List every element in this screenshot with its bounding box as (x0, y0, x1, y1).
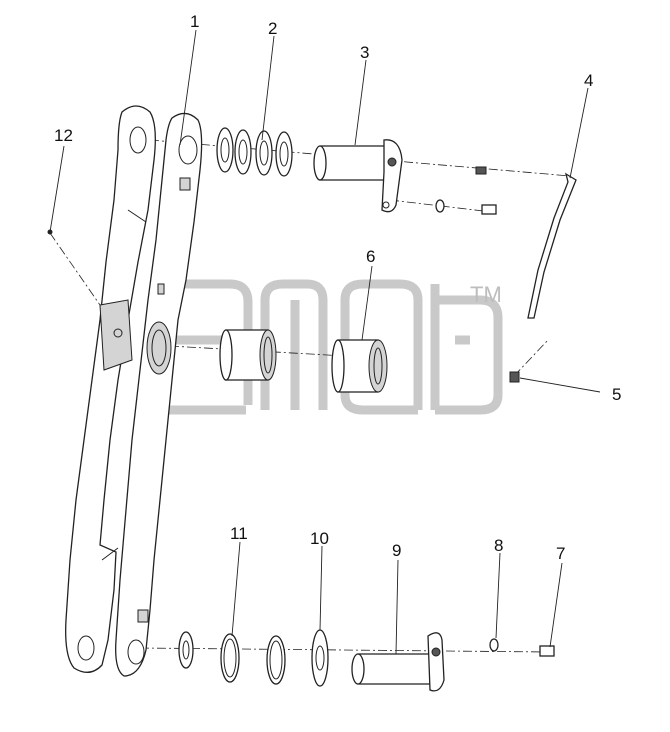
watermark-logo: TM (145, 279, 503, 415)
lower-pivot-pin (351, 632, 445, 692)
callout-4: 4 (584, 71, 593, 90)
lower-washers (178, 629, 499, 687)
callout-6: 6 (366, 247, 375, 266)
grease-nipple (509, 371, 520, 383)
callout-1: 1 (190, 12, 199, 31)
watermark-tm: TM (470, 282, 502, 307)
rear-link-arm (65, 105, 156, 673)
upper-pivot-pin (313, 139, 403, 213)
callout-10: 10 (310, 529, 329, 548)
grease-tube (527, 172, 577, 319)
callout-9: 9 (392, 541, 401, 560)
bearing-bushings (219, 329, 388, 393)
callout-8: 8 (494, 536, 503, 555)
callout-7: 7 (556, 544, 565, 563)
front-link-arm (115, 112, 203, 677)
callout-11: 11 (230, 524, 248, 543)
callout-12: 12 (54, 126, 73, 145)
callout-3: 3 (360, 43, 369, 62)
shim-washer-set (216, 127, 293, 177)
lower-bolt (539, 645, 555, 657)
callout-2: 2 (268, 19, 277, 38)
callout-leaders (47, 29, 601, 655)
upper-fasteners (435, 166, 497, 215)
callout-labels: 1 2 3 4 5 6 7 8 9 10 11 12 (54, 12, 621, 563)
callout-5: 5 (612, 385, 621, 404)
